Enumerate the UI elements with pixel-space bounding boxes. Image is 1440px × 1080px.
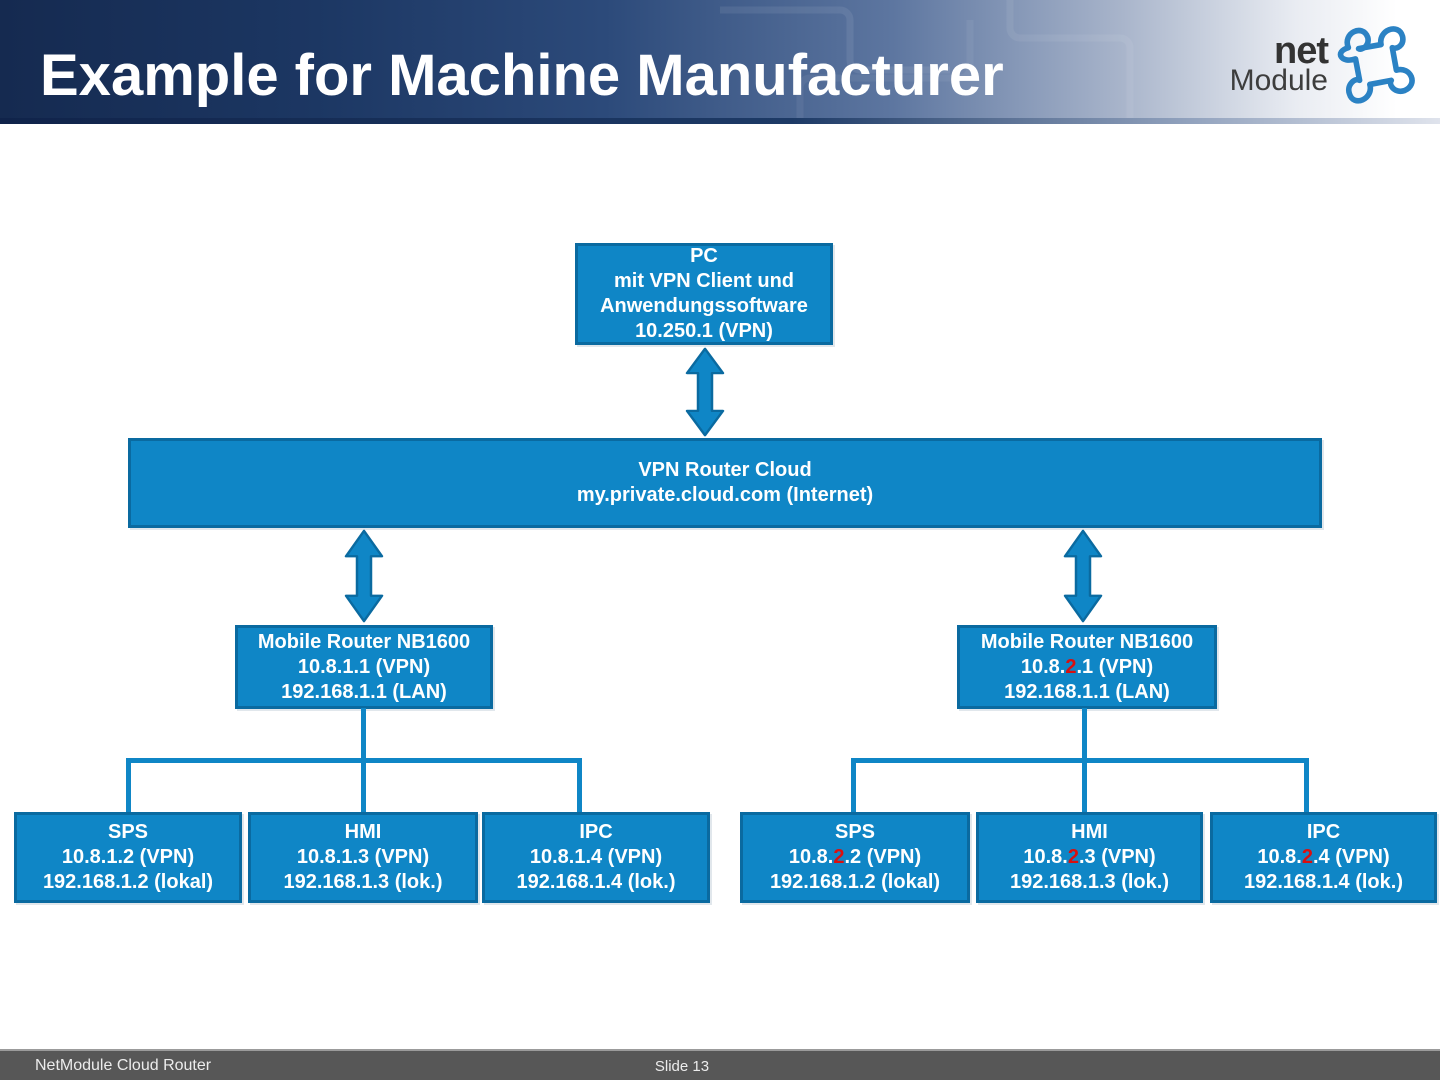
right-sps-vpn-pre: 10.8. (788, 846, 834, 868)
left-ipc-title: IPC (579, 821, 613, 843)
router-left-vpn-pre: 10.8.1.1 (VPN) (297, 655, 431, 678)
circuit-decor (720, 0, 1134, 118)
node-right-ipc: IPC 10.8.2.4 (VPN) 192.168.1.4 (lok.) (1210, 812, 1437, 903)
double-arrow-pc-cloud-icon (685, 347, 725, 437)
right-ipc-vpn: 10.8.2.4 (VPN) (1257, 845, 1389, 870)
left-ipc-local: 192.168.1.4 (lok.) (516, 871, 676, 893)
router-right-vpn: 10.8.2.1 (VPN) (1021, 655, 1153, 680)
right-hmi-vpn-highlight: 2 (1067, 846, 1079, 868)
logo-module-text: Module (1229, 64, 1328, 97)
header-banner: Example for Machine Manufacturer net Mod… (0, 0, 1440, 118)
right-sps-vpn: 10.8.2.2 (VPN) (789, 845, 921, 870)
pc-line2: mit VPN Client und (614, 270, 794, 292)
connector-left-drop-ipc (577, 758, 582, 814)
node-left-hmi: HMI 10.8.1.3 (VPN) 192.168.1.3 (lok.) (248, 812, 478, 903)
router-left-lan: 192.168.1.1 (LAN) (281, 680, 447, 703)
left-hmi-local: 192.168.1.3 (lok.) (283, 871, 443, 893)
connector-right-bar (851, 758, 1309, 763)
node-left-ipc: IPC 10.8.1.4 (VPN) 192.168.1.4 (lok.) (482, 812, 710, 903)
connector-left-drop-sps (126, 758, 131, 814)
left-ipc-vpn-pre: 10.8.1.4 (VPN) (529, 846, 663, 868)
right-hmi-title: HMI (1071, 821, 1108, 843)
left-sps-local: 192.168.1.2 (lokal) (42, 871, 214, 893)
node-right-hmi: HMI 10.8.2.3 (VPN) 192.168.1.3 (lok.) (976, 812, 1203, 903)
logo-net-text: net (1274, 30, 1329, 72)
connector-left-bar (126, 758, 582, 763)
node-vpn-router-cloud: VPN Router Cloud my.private.cloud.com (I… (128, 438, 1322, 528)
left-hmi-vpn-pre: 10.8.1.3 (VPN) (296, 846, 430, 868)
left-hmi-title: HMI (344, 821, 382, 843)
footer-title: NetModule Cloud Router (35, 1057, 212, 1074)
router-left-vpn: 10.8.1.1 (VPN) (298, 655, 430, 680)
right-ipc-local: 192.168.1.4 (lok.) (1244, 871, 1403, 893)
left-hmi-vpn: 10.8.1.3 (VPN) (297, 845, 429, 870)
pc-line4: 10.250.1 (VPN) (635, 320, 773, 342)
router-right-lan: 192.168.1.1 (LAN) (1004, 680, 1170, 703)
right-sps-local: 192.168.1.2 (lokal) (769, 871, 941, 893)
pc-line1: PC (690, 245, 718, 267)
connector-right-drop-sps (851, 758, 856, 814)
right-sps-vpn-post: .2 (VPN) (844, 846, 922, 868)
netmodule-logo: net Module (1230, 18, 1424, 110)
double-arrow-cloud-router-right-icon (1063, 529, 1103, 623)
router-right-vpn-highlight: 2 (1065, 655, 1077, 678)
right-sps-vpn-highlight: 2 (833, 846, 845, 868)
router-right-vpn-pre: 10.8. (1020, 655, 1066, 678)
right-ipc-vpn-post: .4 (VPN) (1312, 846, 1390, 868)
header-bottom-strip (0, 118, 1440, 124)
node-right-sps: SPS 10.8.2.2 (VPN) 192.168.1.2 (lokal) (740, 812, 970, 903)
left-sps-vpn-pre: 10.8.1.2 (VPN) (61, 846, 195, 868)
connector-right-drop-ipc (1304, 758, 1309, 814)
right-ipc-vpn-highlight: 2 (1301, 846, 1313, 868)
node-mobile-router-left: Mobile Router NB1600 10.8.1.1 (VPN) 192.… (235, 625, 493, 709)
node-mobile-router-right: Mobile Router NB1600 10.8.2.1 (VPN) 192.… (957, 625, 1217, 709)
connector-left-stem (361, 708, 366, 762)
right-hmi-vpn: 10.8.2.3 (VPN) (1023, 845, 1155, 870)
puzzle-icon (1337, 26, 1415, 104)
slide-number: Slide 13 (654, 1058, 710, 1075)
left-sps-vpn: 10.8.1.2 (VPN) (62, 845, 194, 870)
logo-wordmark: net Module (1229, 30, 1329, 97)
connector-right-stem (1082, 708, 1087, 762)
left-ipc-vpn: 10.8.1.4 (VPN) (530, 845, 662, 870)
right-ipc-vpn-pre: 10.8. (1257, 846, 1302, 868)
page-title: Example for Machine Manufacturer (40, 43, 1004, 108)
node-pc: PC mit VPN Client und Anwendungssoftware… (575, 243, 833, 345)
right-sps-title: SPS (834, 821, 876, 843)
right-ipc-title: IPC (1306, 821, 1341, 843)
cloud-line1: VPN Router Cloud (638, 459, 812, 481)
router-right-title: Mobile Router NB1600 (980, 630, 1194, 653)
router-right-vpn-post: .1 (VPN) (1076, 655, 1154, 678)
right-hmi-local: 192.168.1.3 (lok.) (1010, 871, 1169, 893)
right-hmi-vpn-pre: 10.8. (1023, 846, 1068, 868)
pc-line3: Anwendungssoftware (600, 295, 808, 317)
left-sps-title: SPS (107, 821, 149, 843)
connector-left-drop-hmi (361, 758, 366, 814)
right-hmi-vpn-post: .3 (VPN) (1078, 846, 1156, 868)
router-left-title: Mobile Router NB1600 (257, 630, 471, 653)
connector-right-drop-hmi (1082, 758, 1087, 814)
double-arrow-cloud-router-left-icon (344, 529, 384, 623)
footer-bar: NetModule Cloud Router Slide 13 (0, 1049, 1440, 1080)
node-left-sps: SPS 10.8.1.2 (VPN) 192.168.1.2 (lokal) (14, 812, 242, 903)
cloud-line2: my.private.cloud.com (Internet) (576, 484, 874, 506)
